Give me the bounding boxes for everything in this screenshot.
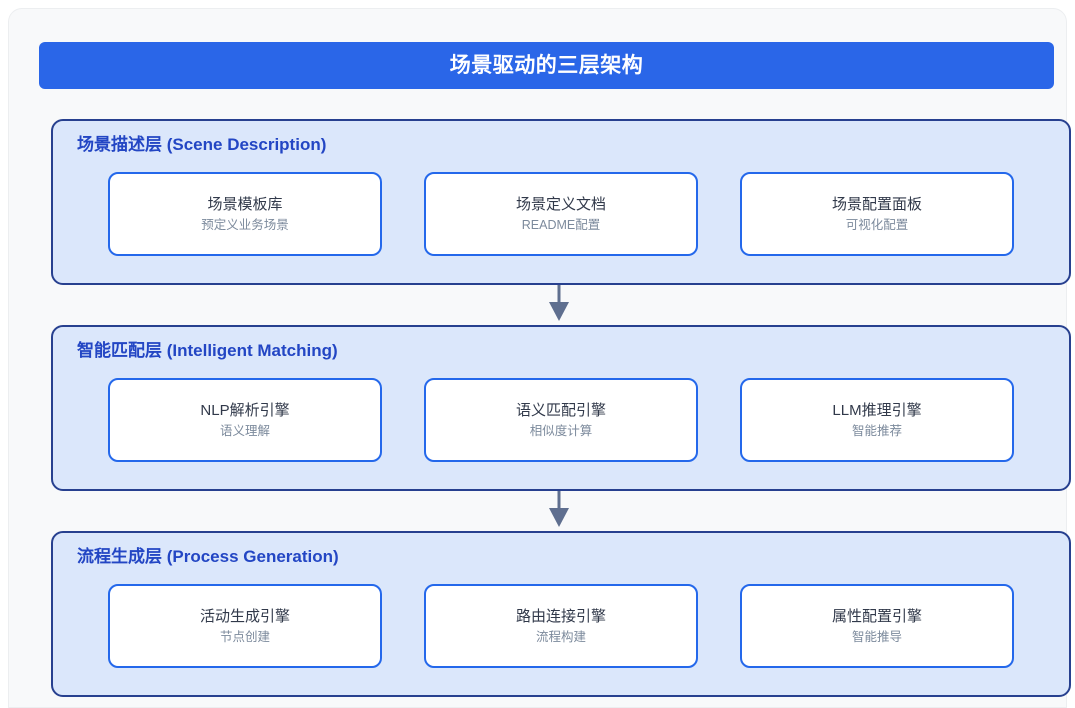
layer-2-cards: NLP解析引擎 语义理解 语义匹配引擎 相似度计算 LLM推理引擎 智能推荐: [53, 378, 1069, 462]
arrow-down-icon: [546, 285, 572, 325]
card-title: 场景定义文档: [515, 195, 606, 213]
diagram-outer-panel: 场景驱动的三层架构 场景描述层 (Scene Description) 场景模板…: [8, 8, 1071, 708]
card-routing-connection-engine[interactable]: 路由连接引擎 流程构建: [424, 584, 698, 668]
card-scene-template-library[interactable]: 场景模板库 预定义业务场景: [108, 172, 382, 256]
card-property-config-engine[interactable]: 属性配置引擎 智能推导: [740, 584, 1014, 668]
card-subtitle: 智能推导: [851, 629, 902, 644]
layer-header-scene-description: 场景描述层 (Scene Description): [77, 135, 327, 154]
card-subtitle: 相似度计算: [529, 423, 593, 438]
card-title: 活动生成引擎: [199, 607, 290, 625]
card-activity-generation-engine[interactable]: 活动生成引擎 节点创建: [108, 584, 382, 668]
card-scene-config-panel[interactable]: 场景配置面板 可视化配置: [740, 172, 1014, 256]
card-subtitle: 预定义业务场景: [201, 217, 289, 232]
card-subtitle: 语义理解: [219, 423, 270, 438]
card-title: 场景模板库: [207, 195, 283, 213]
diagram-title-banner: 场景驱动的三层架构: [39, 42, 1054, 89]
card-title: 路由连接引擎: [515, 607, 606, 625]
card-subtitle: 可视化配置: [845, 217, 909, 232]
arrow-down-icon: [546, 491, 572, 531]
card-semantic-matching-engine[interactable]: 语义匹配引擎 相似度计算: [424, 378, 698, 462]
card-subtitle: 智能推荐: [851, 423, 902, 438]
layer-header-intelligent-matching: 智能匹配层 (Intelligent Matching): [77, 341, 338, 360]
card-title: 语义匹配引擎: [515, 401, 606, 419]
card-scene-definition-doc[interactable]: 场景定义文档 README配置: [424, 172, 698, 256]
card-subtitle: README配置: [521, 217, 601, 232]
card-subtitle: 节点创建: [219, 629, 270, 644]
card-nlp-parsing-engine[interactable]: NLP解析引擎 语义理解: [108, 378, 382, 462]
layer-scene-description: 场景描述层 (Scene Description) 场景模板库 预定义业务场景 …: [51, 119, 1071, 285]
card-subtitle: 流程构建: [535, 629, 586, 644]
layer-process-generation: 流程生成层 (Process Generation) 活动生成引擎 节点创建 路…: [51, 531, 1071, 697]
card-llm-inference-engine[interactable]: LLM推理引擎 智能推荐: [740, 378, 1014, 462]
card-title: NLP解析引擎: [200, 401, 290, 419]
card-title: 属性配置引擎: [831, 607, 922, 625]
page-title: 场景驱动的三层架构: [449, 54, 644, 77]
layer-intelligent-matching: 智能匹配层 (Intelligent Matching) NLP解析引擎 语义理…: [51, 325, 1071, 491]
card-title: LLM推理引擎: [832, 401, 922, 419]
layer-3-cards: 活动生成引擎 节点创建 路由连接引擎 流程构建 属性配置引擎 智能推导: [53, 584, 1069, 668]
layer-header-process-generation: 流程生成层 (Process Generation): [77, 547, 339, 566]
layer-1-cards: 场景模板库 预定义业务场景 场景定义文档 README配置 场景配置面板 可视化…: [53, 172, 1069, 256]
card-title: 场景配置面板: [831, 195, 922, 213]
